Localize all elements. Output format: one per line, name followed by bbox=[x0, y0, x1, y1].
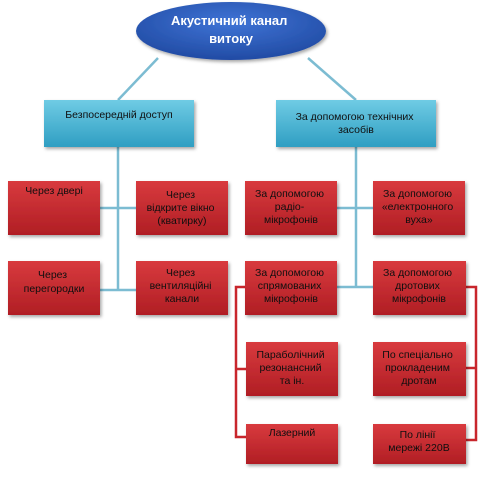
node-label-line: вуха» bbox=[405, 214, 433, 226]
node-parabolic: Параболічний резонансний та ін. bbox=[246, 342, 338, 396]
branch-direct-access: Безпосередній доступ bbox=[44, 100, 194, 147]
branch-label-line: За допомогою технічних bbox=[296, 111, 415, 123]
node-label-line: прокладеним bbox=[385, 362, 450, 374]
node-through-door-box bbox=[8, 181, 100, 235]
node-dedicated-wires: По спеціально прокладеним дротам bbox=[373, 342, 466, 396]
node-label-line: (кватирку) bbox=[157, 215, 206, 227]
node-dedicated-wires-label: По спеціально прокладеним дротам bbox=[382, 349, 455, 387]
node-partitions-box bbox=[8, 261, 100, 315]
node-through-door-label: Через двері bbox=[25, 185, 83, 197]
node-mains-220v: По лінії мережі 220В bbox=[373, 424, 466, 464]
node-directional-mic-label: За допомогою спрямованих мікрофонів bbox=[255, 267, 327, 305]
root-label-line: витоку bbox=[209, 31, 254, 46]
branch-technical-means-label: За допомогою технічних засобів bbox=[296, 111, 417, 136]
node-label-line: мікрофонів bbox=[392, 293, 446, 305]
node-label-line: Через bbox=[166, 267, 195, 279]
node-label-line: дротам bbox=[401, 375, 436, 387]
node-label-line: За допомогою bbox=[255, 267, 324, 279]
root-node: Акустичний канал витоку bbox=[136, 2, 326, 60]
root-ellipse bbox=[136, 2, 326, 60]
branch-label-line: Безпосередній доступ bbox=[65, 109, 173, 121]
node-electronic-ear-label: За допомогою «електронного вуха» bbox=[382, 188, 456, 226]
node-label-line: та ін. bbox=[280, 375, 305, 387]
node-partitions-label: Через перегородки bbox=[24, 269, 85, 295]
node-label-line: Лазерний bbox=[269, 427, 316, 439]
node-radio-mic: За допомогою радіо- мікрофонів bbox=[245, 181, 337, 235]
node-dedicated-wires-box bbox=[373, 342, 466, 396]
node-ventilation: Через вентиляційні канали bbox=[136, 261, 228, 315]
node-label-line: канали bbox=[165, 293, 199, 305]
node-label-line: мережі 220В bbox=[388, 442, 449, 454]
connector-wired-mic-subtree bbox=[466, 285, 478, 442]
node-parabolic-box bbox=[246, 342, 338, 396]
node-label-line: вентиляційні bbox=[150, 280, 212, 292]
node-open-window: Через відкрите вікно (кватирку) bbox=[136, 181, 228, 235]
node-ventilation-label: Через вентиляційні канали bbox=[150, 267, 215, 305]
connector-directional-mic-subtree bbox=[234, 285, 246, 439]
connector-root-to-technical-means bbox=[307, 57, 357, 101]
branch-technical-means-box bbox=[276, 100, 436, 147]
node-mains-220v-box bbox=[373, 424, 466, 464]
branch-direct-access-box bbox=[44, 100, 194, 147]
node-partitions: Через перегородки bbox=[8, 261, 100, 315]
node-label-line: мікрофонів bbox=[264, 214, 318, 226]
node-parabolic-label: Параболічний резонансний та ін. bbox=[256, 349, 327, 387]
node-laser-box bbox=[246, 424, 338, 464]
node-electronic-ear: За допомогою «електронного вуха» bbox=[373, 181, 465, 235]
node-label-line: мікрофонів bbox=[264, 293, 318, 305]
node-label-line: За допомогою bbox=[255, 188, 324, 200]
node-directional-mic-box bbox=[245, 261, 337, 315]
node-label-line: радіо- bbox=[275, 201, 305, 213]
node-wired-mic-label: За допомогою дротових мікрофонів bbox=[383, 267, 455, 305]
node-label-line: Через bbox=[166, 189, 195, 201]
root-label: Акустичний канал витоку bbox=[171, 13, 291, 46]
node-label-line: За допомогою bbox=[383, 188, 452, 200]
branch-direct-access-label: Безпосередній доступ bbox=[65, 109, 173, 121]
node-label-line: Параболічний bbox=[256, 349, 324, 361]
node-label-line: Через двері bbox=[25, 185, 83, 197]
branch-label-line: засобів bbox=[338, 124, 374, 136]
connectors bbox=[100, 57, 478, 442]
node-label-line: По лінії bbox=[400, 429, 436, 441]
node-label-line: резонансний bbox=[259, 362, 321, 374]
node-laser-label: Лазерний bbox=[269, 427, 316, 439]
node-label-line: По спеціально bbox=[382, 349, 453, 361]
node-mains-220v-label: По лінії мережі 220В bbox=[388, 429, 449, 454]
branch-technical-means: За допомогою технічних засобів bbox=[276, 100, 436, 147]
node-label-line: перегородки bbox=[24, 283, 85, 295]
node-label-line: дротових bbox=[395, 280, 441, 292]
node-label-line: «електронного bbox=[382, 201, 454, 213]
node-through-door: Через двері bbox=[8, 181, 100, 235]
node-electronic-ear-box bbox=[373, 181, 465, 235]
root-label-line: Акустичний канал bbox=[171, 13, 287, 28]
node-open-window-label: Через відкрите вікно (кватирку) bbox=[147, 189, 218, 227]
node-open-window-box bbox=[136, 181, 228, 235]
node-label-line: спрямованих bbox=[258, 280, 322, 292]
node-label-line: Через bbox=[38, 269, 67, 281]
node-laser: Лазерний bbox=[246, 424, 338, 464]
node-radio-mic-label: За допомогою радіо- мікрофонів bbox=[255, 188, 327, 226]
node-label-line: відкрите вікно bbox=[147, 202, 215, 214]
node-wired-mic: За допомогою дротових мікрофонів bbox=[373, 261, 466, 315]
node-label-line: За допомогою bbox=[383, 267, 452, 279]
node-ventilation-box bbox=[136, 261, 228, 315]
connector-root-to-direct-access bbox=[117, 57, 159, 101]
node-directional-mic: За допомогою спрямованих мікрофонів bbox=[245, 261, 337, 315]
node-radio-mic-box bbox=[245, 181, 337, 235]
node-wired-mic-box bbox=[373, 261, 466, 315]
